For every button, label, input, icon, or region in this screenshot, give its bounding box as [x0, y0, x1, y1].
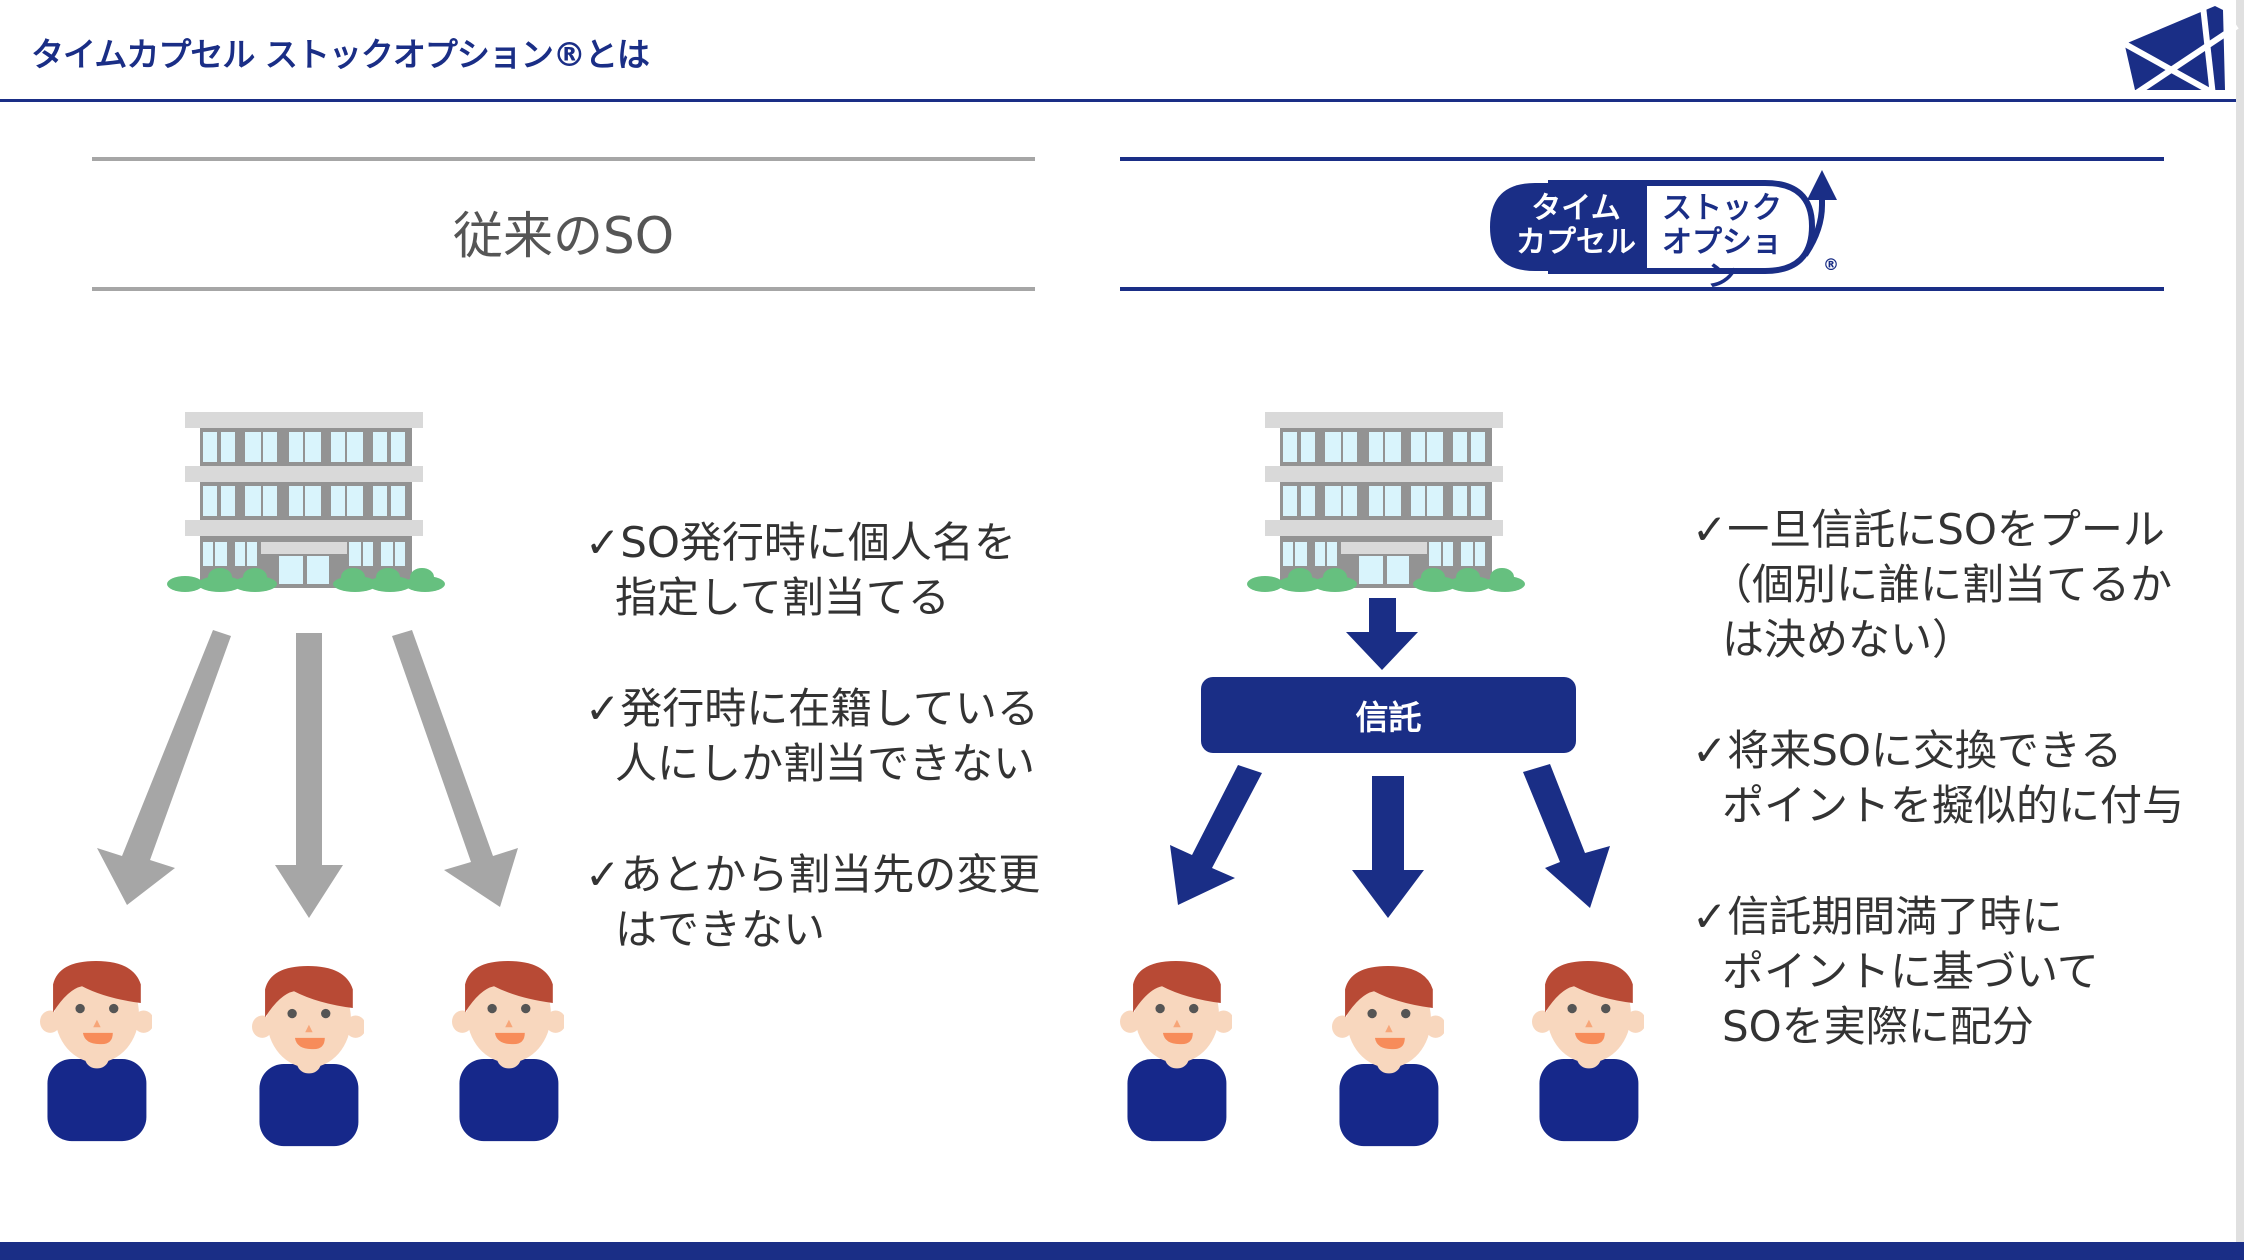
logo-text-capsule: カプセル: [1516, 225, 1636, 260]
arrow-down-left-icon: [1170, 765, 1262, 905]
page-title: タイムカプセル ストックオプション®とは: [31, 35, 650, 74]
person-icon: [1532, 961, 1644, 1142]
company-building-icon: [167, 412, 445, 592]
person-icon: [1120, 961, 1232, 1142]
point-line: 人にしか割当できない: [615, 739, 1036, 788]
point-item: ✓将来SOに交換できるポイントを擬似的に付与: [1692, 723, 2184, 833]
right-bottom-divider: [1120, 287, 2164, 291]
point-line: ✓一旦信託にSOをプール: [1692, 505, 2165, 554]
person-icon: [252, 966, 364, 1147]
point-item: ✓発行時に在籍している人にしか割当できない: [585, 681, 1040, 791]
arrow-down-right-icon: [392, 630, 518, 907]
trust-box: 信託: [1201, 677, 1576, 753]
arrow-down-right-icon: [1523, 764, 1610, 908]
point-line: は決めない）: [1722, 615, 1975, 664]
registered-mark: ®: [1823, 255, 1839, 274]
point-line: はできない: [615, 905, 826, 954]
point-line: ✓信託期間満了時に: [1692, 892, 2064, 941]
header-divider: [0, 99, 2236, 102]
point-line: ポイントに基づいて: [1722, 947, 2099, 996]
people-right: [1120, 961, 1644, 1147]
arrow-down-left-icon: [97, 630, 231, 905]
company-building-icon: [1247, 412, 1525, 592]
point-line: ポイントを擬似的に付与: [1722, 781, 2185, 830]
gray-arrow-icons: [97, 630, 518, 918]
point-item: ✓信託期間満了時にポイントに基づいて SOを実際に配分: [1692, 889, 2184, 1054]
company-logo-icon: [2123, 5, 2239, 97]
logo-left-text: タイム カプセル: [1508, 192, 1644, 260]
left-bottom-divider: [92, 287, 1035, 291]
left-points: ✓SO発行時に個人名を指定して割当てる ✓発行時に在籍している人にしか割当できな…: [585, 515, 1040, 1013]
point-line: ✓発行時に在籍している: [585, 684, 1039, 733]
logo-text-option: オプション: [1662, 225, 1782, 294]
logo-text-stock: ストック: [1662, 191, 1782, 226]
point-line: SOを実際に配分: [1722, 1002, 2034, 1051]
point-line: ✓あとから割当先の変更: [585, 850, 1041, 899]
right-top-divider: [1120, 157, 2164, 161]
time-capsule-logo: [1490, 170, 1837, 274]
point-line: ✓将来SOに交換できる: [1692, 726, 2123, 775]
arrow-down-icon: [1346, 598, 1418, 670]
right-points: ✓一旦信託にSOをプール （個別に誰に割当てるかは決めない） ✓将来SOに交換でき…: [1692, 502, 2184, 1110]
navy-arrow-icons: [1170, 598, 1610, 918]
point-line: 指定して割当てる: [615, 573, 950, 622]
arrow-down-icon: [1352, 776, 1424, 918]
person-icon: [1332, 966, 1444, 1147]
point-item: ✓あとから割当先の変更はできない: [585, 847, 1040, 957]
conventional-so-heading: 従来のSO: [452, 207, 675, 265]
person-icon: [452, 961, 564, 1142]
footer-bar: [0, 1242, 2244, 1260]
people-left: [40, 961, 564, 1147]
window-edge: [2236, 0, 2244, 1260]
arrow-up-icon: [1807, 170, 1837, 200]
left-top-divider: [92, 157, 1035, 161]
arrow-down-icon: [275, 633, 343, 918]
point-line: ✓SO発行時に個人名を: [585, 518, 1016, 567]
logo-text-time: タイム: [1531, 191, 1621, 226]
person-icon: [40, 961, 152, 1142]
logo-right-text: ストック オプション: [1652, 192, 1792, 294]
point-line: （個別に誰に割当てるか: [1710, 560, 2173, 609]
point-item: ✓一旦信託にSOをプール （個別に誰に割当てるかは決めない）: [1692, 502, 2184, 667]
point-item: ✓SO発行時に個人名を指定して割当てる: [585, 515, 1040, 625]
